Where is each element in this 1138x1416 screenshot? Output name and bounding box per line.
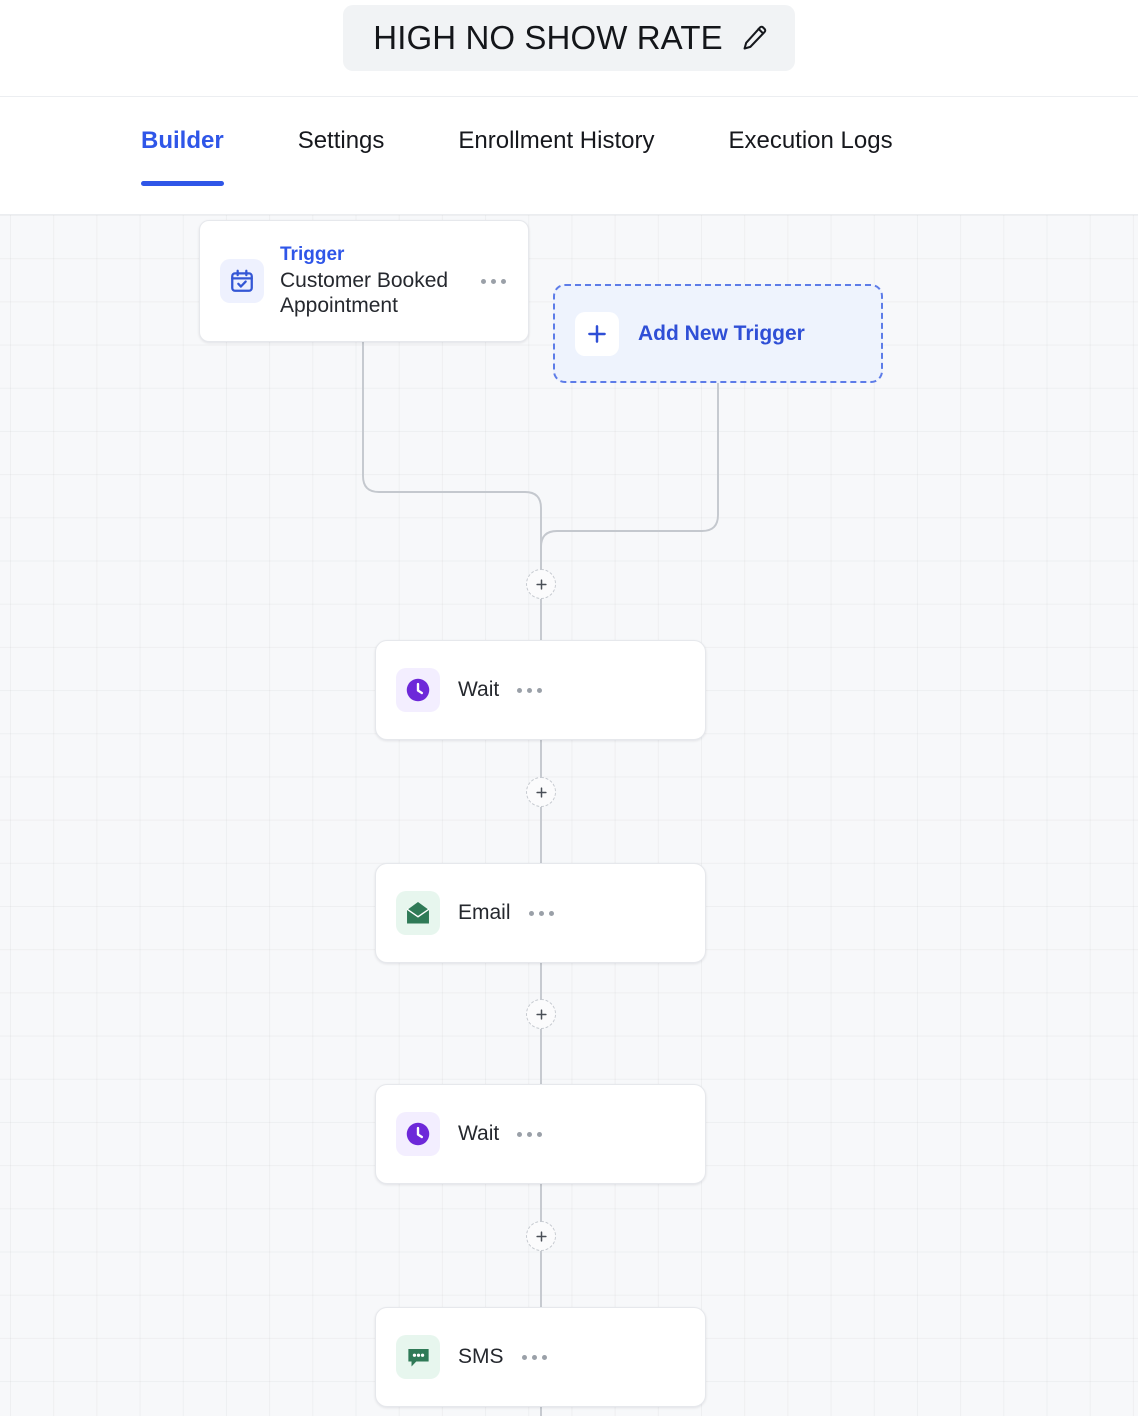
step-label: Wait (458, 678, 500, 701)
add-new-trigger-label: Add New Trigger (638, 321, 805, 345)
more-options-icon[interactable] (517, 1131, 543, 1137)
workflow-title-chip[interactable]: HIGH NO SHOW RATE (343, 5, 795, 71)
connector-edges (362, 341, 719, 1416)
trigger-kicker: Trigger (280, 244, 345, 266)
step-node-wait-1[interactable]: Wait (375, 640, 706, 740)
step-node-wait-2[interactable]: Wait (375, 1084, 706, 1184)
tab-enrollment-history[interactable]: Enrollment History (458, 97, 654, 185)
step-node-sms[interactable]: SMS (375, 1307, 706, 1407)
tab-bar: Builder Settings Enrollment History Exec… (0, 97, 1138, 215)
tab-list: Builder Settings Enrollment History Exec… (141, 97, 893, 215)
trigger-node-body: Trigger Customer Booked Appointment (280, 243, 465, 319)
add-step-button-4[interactable] (526, 1221, 556, 1251)
tab-enrollment-history-label: Enrollment History (458, 127, 655, 154)
add-new-trigger-button[interactable]: Add New Trigger (553, 284, 883, 383)
trigger-title: Customer Booked Appointment (280, 268, 449, 318)
pencil-icon[interactable] (741, 25, 767, 51)
more-options-icon[interactable] (528, 910, 554, 916)
page-title: HIGH NO SHOW RATE (373, 19, 723, 56)
more-options-icon[interactable] (521, 1354, 547, 1360)
more-options-icon[interactable] (481, 278, 506, 284)
add-step-button-2[interactable] (526, 777, 556, 807)
more-options-icon[interactable] (517, 687, 543, 693)
add-step-button-1[interactable] (526, 569, 556, 599)
tab-settings-label: Settings (297, 127, 385, 154)
step-node-email[interactable]: Email (375, 863, 706, 963)
tab-settings[interactable]: Settings (298, 97, 385, 185)
step-label: Wait (458, 1122, 500, 1145)
envelope-icon (396, 891, 440, 935)
add-step-button-3[interactable] (526, 999, 556, 1029)
tab-builder[interactable]: Builder (141, 97, 224, 186)
workflow-canvas[interactable]: Trigger Customer Booked Appointment Add … (0, 215, 1138, 1416)
tab-execution-logs-label: Execution Logs (728, 127, 893, 154)
step-label: Email (458, 901, 511, 924)
plus-icon (575, 311, 619, 356)
clock-icon (396, 668, 440, 712)
chat-bubble-icon (396, 1335, 440, 1379)
tab-builder-label: Builder (141, 127, 224, 154)
calendar-check-icon (220, 259, 264, 303)
tab-execution-logs[interactable]: Execution Logs (728, 97, 892, 185)
title-bar: HIGH NO SHOW RATE (0, 0, 1138, 97)
trigger-node[interactable]: Trigger Customer Booked Appointment (199, 220, 529, 342)
step-label: SMS (458, 1345, 504, 1368)
clock-icon (396, 1112, 440, 1156)
